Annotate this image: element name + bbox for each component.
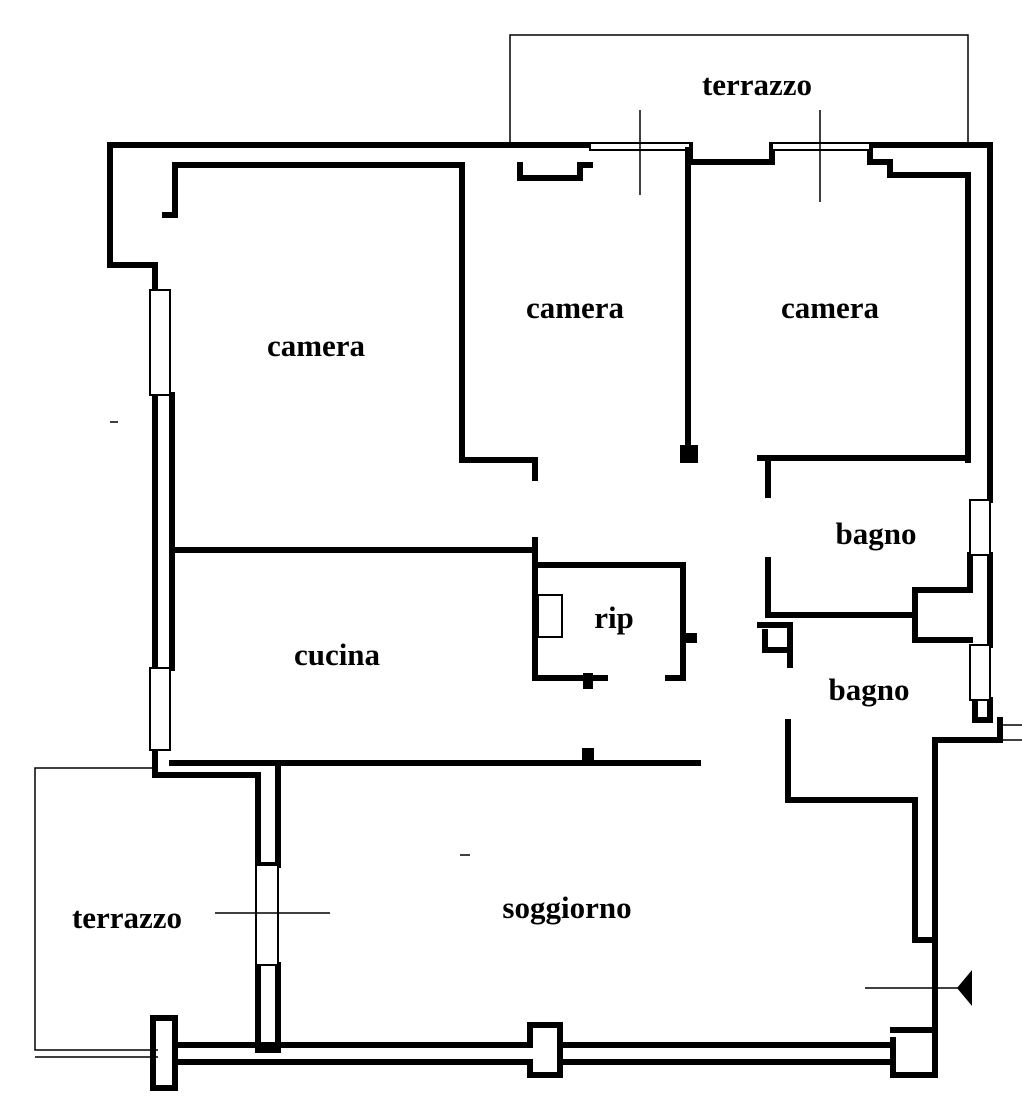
room-labels: terrazzo camera camera camera bagno rip … xyxy=(72,67,917,935)
exterior-walls xyxy=(107,142,1003,1091)
room-label-rip: rip xyxy=(594,600,634,635)
interior-walls xyxy=(169,147,971,803)
room-label-camera-left: camera xyxy=(267,328,366,363)
entrance-arrow-icon xyxy=(957,970,972,1006)
room-label-camera-right: camera xyxy=(781,290,880,325)
room-label-bagno-upper: bagno xyxy=(836,516,917,551)
terrace-left-outline xyxy=(34,767,158,1058)
room-label-soggiorno: soggiorno xyxy=(502,890,631,925)
terrace-top-outline xyxy=(509,34,969,145)
room-label-terrazzo-left: terrazzo xyxy=(72,900,182,935)
guide-lines xyxy=(110,110,970,989)
room-label-bagno-lower: bagno xyxy=(829,672,910,707)
room-label-cucina: cucina xyxy=(294,637,381,672)
room-label-camera-center: camera xyxy=(526,290,625,325)
room-label-terrazzo-top: terrazzo xyxy=(702,67,812,102)
